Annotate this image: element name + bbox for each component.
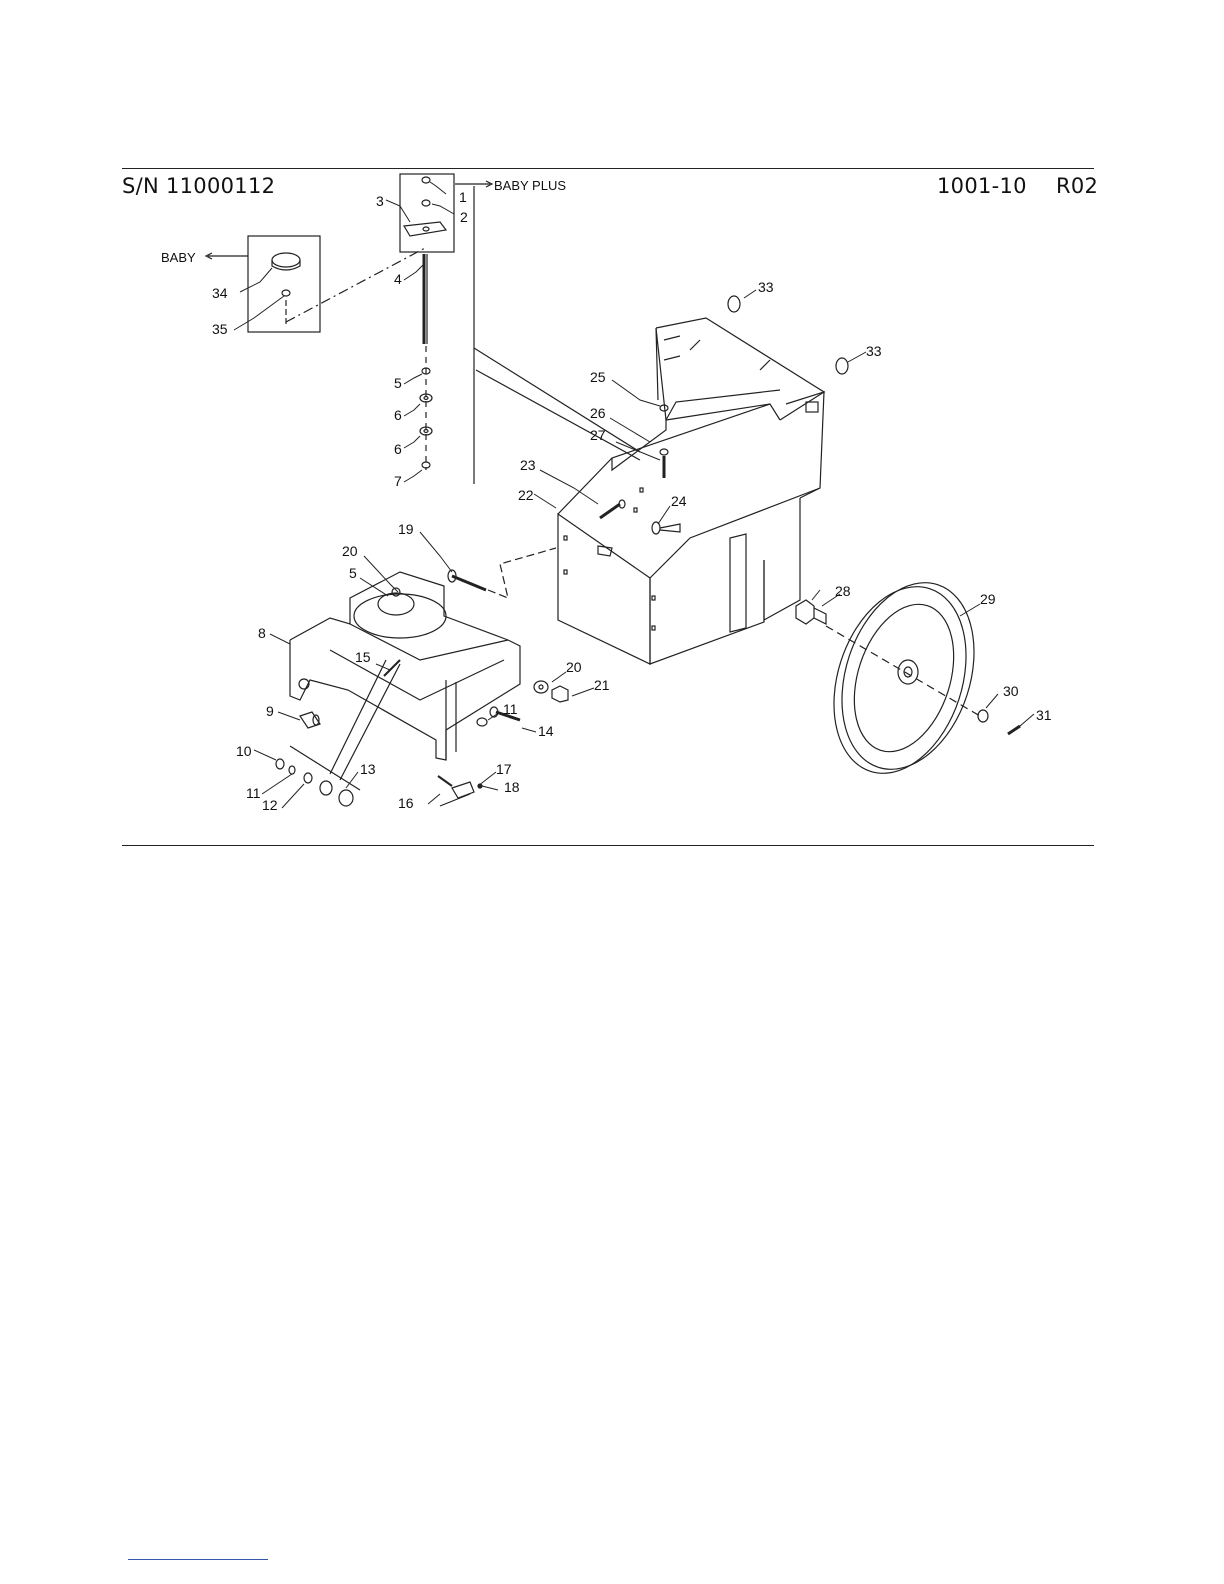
callout-27: 27 <box>590 427 606 443</box>
callout-18: 18 <box>504 779 520 795</box>
callout-16: 16 <box>398 795 414 811</box>
callout-28: 28 <box>835 583 851 599</box>
baby-label: BABY <box>161 250 196 265</box>
callout-1: 1 <box>459 189 467 205</box>
callout-6b: 6 <box>394 441 402 457</box>
baby-plus-inset: BABY PLUS <box>400 174 566 252</box>
callout-26: 26 <box>590 405 606 421</box>
rod-assembly <box>420 254 432 470</box>
callout-4: 4 <box>394 271 402 287</box>
callout-31: 31 <box>1036 707 1052 723</box>
callout-7: 7 <box>394 473 402 489</box>
footer-link-line <box>128 1559 268 1560</box>
callout-23: 23 <box>520 457 536 473</box>
callout-11b: 11 <box>503 701 518 717</box>
callout-3: 3 <box>376 193 384 209</box>
callout-19: 19 <box>398 521 414 537</box>
base-frame <box>290 572 520 760</box>
callout-24: 24 <box>671 493 687 509</box>
callout-6: 6 <box>394 407 402 423</box>
callout-8: 8 <box>258 625 266 641</box>
callout-10: 10 <box>236 743 252 759</box>
callout-20: 20 <box>342 543 358 559</box>
callout-12: 12 <box>262 797 278 813</box>
callout-14: 14 <box>538 723 554 739</box>
callout-34: 34 <box>212 285 228 301</box>
callout-15: 15 <box>355 649 371 665</box>
callout-9: 9 <box>266 703 274 719</box>
callout-5b: 5 <box>349 565 357 581</box>
callout-29: 29 <box>980 591 996 607</box>
baby-inset: BABY <box>161 236 320 332</box>
callout-17: 17 <box>496 761 512 777</box>
callout-30: 30 <box>1003 683 1019 699</box>
callout-22: 22 <box>518 487 534 503</box>
callout-25: 25 <box>590 369 606 385</box>
callout-20b: 20 <box>566 659 582 675</box>
callout-33b: 33 <box>866 343 882 359</box>
callout-2: 2 <box>460 209 468 225</box>
callout-13: 13 <box>360 761 376 777</box>
baby-plus-label: BABY PLUS <box>494 178 566 193</box>
callout-35: 35 <box>212 321 228 337</box>
wheel <box>811 566 996 791</box>
callout-33: 33 <box>758 279 774 295</box>
callout-5: 5 <box>394 375 402 391</box>
callout-11: 11 <box>246 785 261 801</box>
callout-21: 21 <box>594 677 610 693</box>
